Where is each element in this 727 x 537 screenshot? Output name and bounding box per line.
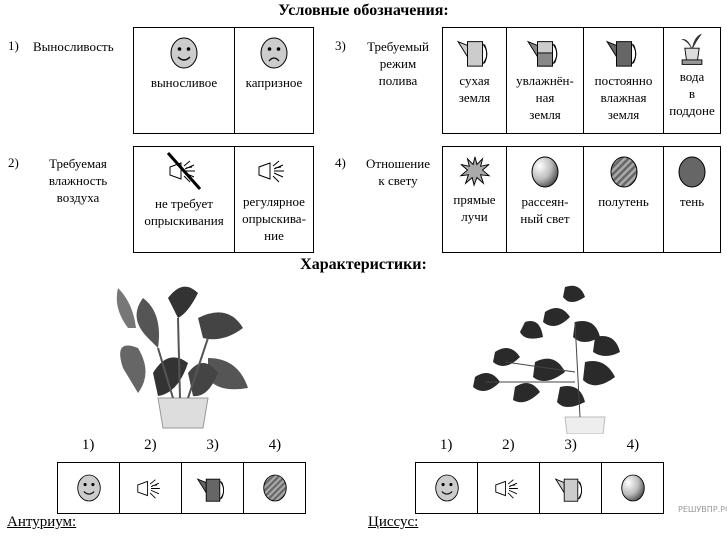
section-2-label: Требуемая влажность воздуха (38, 155, 118, 206)
legend-text: полутень (598, 194, 649, 209)
cissus-humidity (477, 463, 539, 513)
legend-title: Условные обозначения: (278, 2, 449, 19)
label-line: полива (378, 73, 418, 88)
diffused-light-icon (620, 473, 646, 503)
section-4-label: Отношение к свету (358, 155, 438, 189)
watering-can-wet-icon (605, 36, 643, 68)
legend-diffused: рассеян-ный свет (506, 147, 583, 252)
legend-half-shade: полутень (583, 147, 663, 252)
column-number: 2) (144, 437, 157, 453)
cissus-light (601, 463, 663, 513)
section-2-number: 2) (8, 155, 19, 170)
column-number: 3) (564, 437, 577, 453)
watering-can-moist-icon (526, 36, 564, 68)
anthurium-light (243, 463, 305, 513)
characteristics-title: Характеристики: (300, 256, 427, 273)
smile-face-icon (76, 473, 102, 503)
column-number: 3) (206, 437, 219, 453)
legend-text: капризное (245, 75, 303, 90)
label-line: Отношение (366, 156, 430, 171)
section-4-number: 4) (335, 155, 346, 170)
anthurium-endurance (58, 463, 119, 513)
smile-face-icon (434, 473, 460, 503)
section-1-label: Выносливость (33, 39, 114, 54)
column-number: 4) (626, 437, 640, 453)
label-line: Требуемый (367, 39, 429, 54)
sad-face-icon (259, 36, 289, 70)
spray-icon (136, 476, 166, 501)
half-shade-icon (609, 155, 639, 189)
pot-tray-icon (678, 32, 706, 68)
cissus-characteristics-table (415, 462, 664, 514)
column-number: 1) (439, 437, 453, 453)
legend-shade: тень (663, 147, 720, 252)
anthurium-characteristics-table (57, 462, 306, 514)
anthurium-label: Антуриум: (7, 514, 77, 530)
cissus-label: Циссус: (368, 514, 419, 530)
spray-icon (494, 476, 524, 501)
watering-can-wet-icon (196, 474, 230, 503)
legend-capricious: капризное (234, 28, 313, 133)
cissus-column-numbers: 1) 2) 3) 4) (415, 437, 664, 454)
label-line: режим (379, 56, 417, 71)
legend-text: выносливое (150, 75, 218, 90)
diffused-light-icon (530, 155, 560, 189)
watermark: РЕШУВПР.РФ (678, 505, 727, 514)
section-3-number: 3) (335, 38, 346, 53)
spray-icon (257, 157, 291, 185)
column-number: 1) (81, 437, 95, 453)
anthurium-column-numbers: 1) 2) 3) 4) (57, 437, 306, 454)
anthurium-watering (181, 463, 243, 513)
label-line: влажность (48, 173, 108, 188)
legend-text: тень (679, 194, 705, 209)
smile-face-icon (169, 36, 199, 70)
cissus-watering (539, 463, 601, 513)
anthurium-humidity (119, 463, 181, 513)
watering-can-dry-icon (456, 36, 494, 68)
no-spray-icon (164, 151, 204, 191)
direct-sun-icon (459, 155, 491, 187)
legend-hardy: выносливое (134, 28, 234, 133)
column-number: 4) (268, 437, 282, 453)
watering-can-dry-icon (554, 474, 588, 503)
cissus-image (473, 285, 620, 434)
label-line: Требуемая (49, 156, 107, 171)
label-line: к свету (378, 173, 418, 188)
anthurium-image (116, 286, 248, 429)
shade-icon (677, 155, 707, 189)
section-1-number: 1) (8, 38, 19, 53)
endurance-legend-box: выносливое капризное (133, 27, 314, 134)
section-3-label: Требуемый режим полива (358, 38, 438, 89)
column-number: 2) (502, 437, 515, 453)
label-line: воздуха (56, 190, 100, 205)
cissus-endurance (416, 463, 477, 513)
half-shade-icon (262, 473, 288, 503)
legend-text: рассеян-ный свет (520, 194, 570, 226)
